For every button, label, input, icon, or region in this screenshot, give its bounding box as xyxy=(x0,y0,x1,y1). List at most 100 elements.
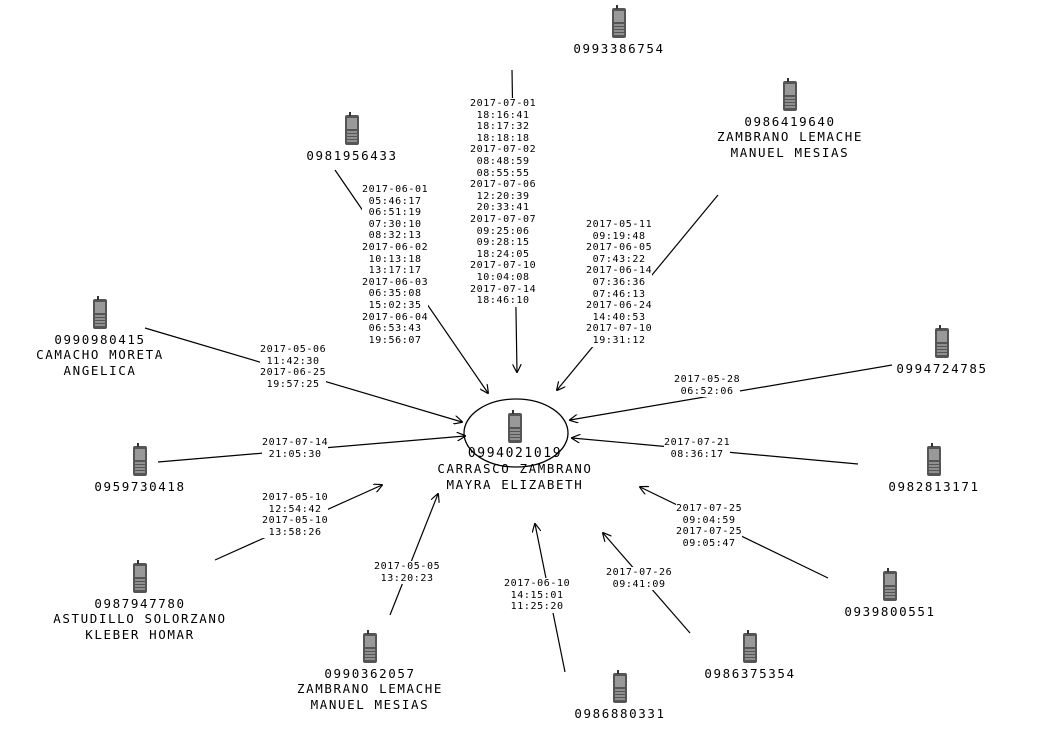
call-timestamp: 2017-06-24 xyxy=(586,300,653,312)
contact-number: 0994724785 xyxy=(896,361,988,376)
call-timestamp: 11:25:20 xyxy=(510,601,564,613)
contact-number: 0990980415 xyxy=(54,332,146,347)
call-timestamp: 08:36:17 xyxy=(670,448,724,460)
contact-number: 0981956433 xyxy=(306,148,398,163)
center-number: 0994021019 xyxy=(467,446,563,461)
contact-node[interactable]: 0982813171 xyxy=(834,443,1034,494)
call-timestamp: 21:05:30 xyxy=(268,448,322,460)
call-timestamp: 2017-05-05 xyxy=(374,561,441,572)
mobile-phone-icon xyxy=(133,560,147,593)
call-timestamp: 2017-05-28 xyxy=(674,374,741,385)
call-timestamp: 2017-07-14 xyxy=(470,283,537,295)
call-timestamp: 09:04:59 xyxy=(682,514,736,526)
call-timestamp: 2017-07-14 xyxy=(262,437,329,448)
call-timestamp: 2017-06-05 xyxy=(586,242,653,254)
mobile-phone-icon xyxy=(363,630,377,663)
call-timestamp: 07:46:13 xyxy=(592,288,646,300)
contact-number: 0959730418 xyxy=(94,479,186,494)
call-timestamp: 2017-06-14 xyxy=(586,265,653,277)
call-timestamp: 20:33:41 xyxy=(476,202,530,214)
call-timestamp: 2017-07-25 xyxy=(676,526,743,538)
center-name-line-1: CARRASCO ZAMBRANO xyxy=(437,461,593,476)
call-timestamp: 2017-07-07 xyxy=(470,213,537,225)
call-timestamp: 2017-05-11 xyxy=(586,219,653,230)
mobile-phone-icon xyxy=(133,443,147,476)
call-timestamp: 18:18:18 xyxy=(476,132,530,144)
contact-name-line: CAMACHO MORETA xyxy=(36,347,164,362)
call-timestamp: 2017-07-02 xyxy=(470,144,537,156)
call-timestamp: 2017-07-10 xyxy=(586,323,653,335)
call-timestamp: 2017-06-04 xyxy=(362,311,429,323)
contact-node[interactable]: 0986880331 xyxy=(520,670,720,721)
call-timestamp: 06:35:08 xyxy=(368,288,422,300)
call-timestamp: 10:13:18 xyxy=(368,253,422,265)
call-timestamp: 2017-05-10 xyxy=(262,515,329,527)
contact-number: 0986880331 xyxy=(574,706,666,721)
call-timestamp: 06:53:43 xyxy=(368,323,422,335)
mobile-phone-icon xyxy=(508,410,522,443)
call-timestamp: 09:19:48 xyxy=(592,230,646,242)
contact-node[interactable]: 0959730418 xyxy=(40,443,240,494)
contact-node[interactable]: 0981956433 xyxy=(252,112,452,163)
call-timestamp: 12:54:42 xyxy=(268,503,322,515)
contact-number: 0987947780 xyxy=(94,596,186,611)
call-timestamp: 12:20:39 xyxy=(476,190,530,202)
center-node-ring[interactable] xyxy=(463,398,569,468)
mobile-phone-icon xyxy=(613,670,627,703)
call-timestamp: 15:02:35 xyxy=(368,299,422,311)
contact-name-line: ASTUDILLO SOLORZANO xyxy=(53,611,227,626)
call-timestamp: 10:04:08 xyxy=(476,271,530,283)
contact-name-line: ZAMBRANO LEMACHE xyxy=(716,129,863,144)
call-timestamp: 09:41:09 xyxy=(612,578,666,590)
call-timestamp: 07:43:22 xyxy=(592,253,646,265)
mobile-phone-icon xyxy=(927,443,941,476)
contact-node[interactable]: 0994724785 xyxy=(842,325,1042,376)
call-timestamp: 2017-06-03 xyxy=(362,276,429,288)
call-timestamp: 05:46:17 xyxy=(368,195,422,207)
call-timestamp: 19:57:25 xyxy=(266,378,320,390)
contact-number: 0982813171 xyxy=(888,479,980,494)
contact-node[interactable]: 0993386754 xyxy=(519,5,719,56)
call-timestamp: 07:36:36 xyxy=(592,276,646,288)
contact-number: 0986375354 xyxy=(704,666,796,681)
call-timestamp: 2017-06-01 xyxy=(362,184,429,195)
contact-number: 0986419640 xyxy=(744,114,836,129)
call-timestamp: 18:24:05 xyxy=(476,248,530,260)
center-node[interactable]: 0994021019 CARRASCO ZAMBRANO MAYRA ELIZA… xyxy=(395,410,635,493)
mobile-phone-icon xyxy=(743,630,757,663)
call-timestamp: 2017-07-10 xyxy=(470,260,537,272)
call-timestamp: 14:40:53 xyxy=(592,311,646,323)
call-timestamp: 11:42:30 xyxy=(266,355,320,367)
call-timestamp: 18:17:32 xyxy=(476,121,530,133)
call-timestamp: 13:20:23 xyxy=(380,572,434,584)
call-timestamp: 08:32:13 xyxy=(368,230,422,242)
call-timestamp: 2017-06-10 xyxy=(504,578,571,589)
call-timestamp: 19:56:07 xyxy=(368,334,422,346)
call-timestamp: 06:52:06 xyxy=(680,385,734,397)
call-timestamp: 09:28:15 xyxy=(476,237,530,249)
contact-name-line: ANGELICA xyxy=(63,363,137,378)
contact-node[interactable]: 0939800551 xyxy=(790,568,990,619)
call-timestamp: 2017-07-21 xyxy=(664,437,731,448)
call-timestamp: 2017-07-25 xyxy=(676,503,743,514)
call-timestamp: 18:16:41 xyxy=(476,109,530,121)
mobile-phone-icon xyxy=(345,112,359,145)
contact-node[interactable]: 0986375354 xyxy=(650,630,850,681)
call-timestamp: 2017-05-10 xyxy=(262,492,329,503)
mobile-phone-icon xyxy=(93,296,107,329)
